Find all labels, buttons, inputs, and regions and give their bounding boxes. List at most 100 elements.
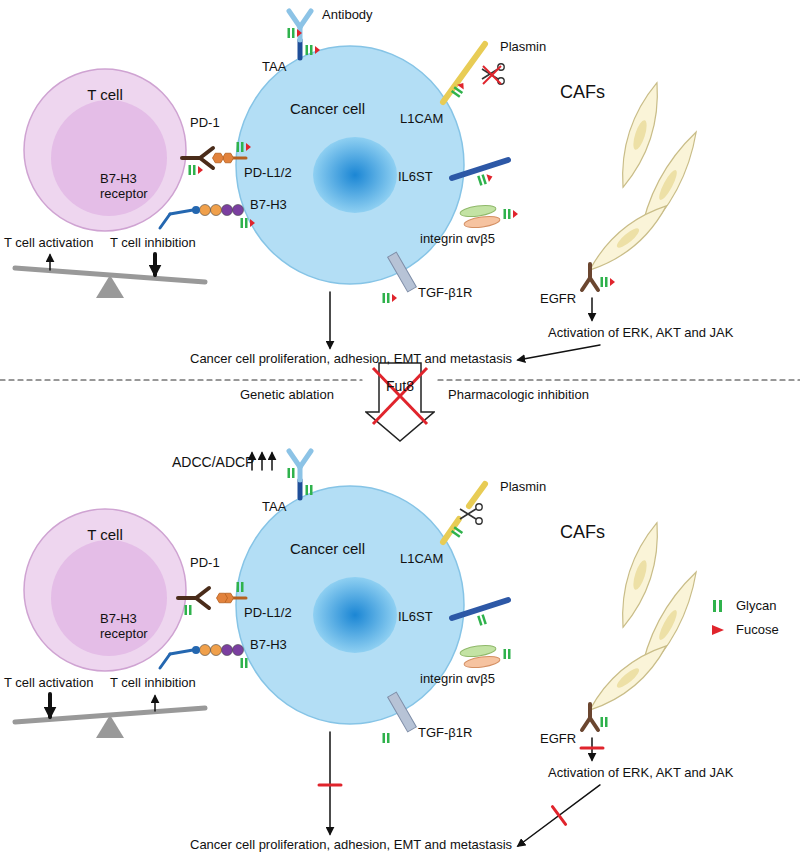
glycan bbox=[451, 80, 468, 98]
label: TGF-β1R bbox=[418, 286, 472, 301]
label: PD-1 bbox=[190, 556, 220, 571]
antibody bbox=[300, 451, 311, 467]
b7h3-domain bbox=[200, 645, 211, 656]
fibroblast-nucleus bbox=[614, 666, 641, 691]
scissor-handle bbox=[476, 518, 482, 524]
fucose bbox=[712, 625, 724, 635]
glycan-bar bbox=[477, 176, 482, 186]
glycan-bar bbox=[383, 293, 386, 303]
inhibition-bar bbox=[319, 784, 341, 787]
seesaw-beam bbox=[15, 708, 205, 722]
l1cam-fragment bbox=[469, 484, 485, 506]
b7h3-receptor bbox=[170, 210, 193, 214]
outcome-arrow bbox=[518, 345, 600, 360]
glycan-bar bbox=[189, 165, 192, 175]
antibody bbox=[300, 11, 311, 27]
legend-text: Glycan bbox=[736, 598, 776, 613]
pd1-receptor bbox=[200, 148, 213, 158]
label: B7-H3 receptor bbox=[100, 172, 162, 202]
glycan bbox=[383, 733, 390, 743]
cross-mark bbox=[483, 66, 501, 84]
cell: Cancer cell bbox=[235, 485, 465, 725]
b7h3-receptor bbox=[170, 650, 193, 654]
glycan bbox=[451, 526, 463, 537]
fibroblast bbox=[613, 519, 668, 630]
cross-mark bbox=[483, 66, 501, 84]
b7h3-domain bbox=[222, 645, 233, 656]
egfr-receptor bbox=[588, 704, 592, 718]
l1cam-rod bbox=[443, 44, 485, 102]
glycan-bar bbox=[306, 45, 309, 55]
cell-outline bbox=[235, 485, 465, 725]
fibroblast-body bbox=[613, 519, 668, 630]
label: integrin αvβ5 bbox=[420, 232, 495, 247]
egfr-receptor bbox=[582, 718, 590, 730]
b7h3-receptor-head bbox=[192, 206, 200, 214]
fucose bbox=[610, 278, 615, 286]
cancer-nucleus bbox=[313, 137, 397, 213]
fibroblast bbox=[613, 79, 668, 190]
scissors bbox=[482, 64, 504, 84]
cell-outline bbox=[235, 45, 465, 285]
increase-arrow bbox=[271, 453, 273, 470]
glycan-bar bbox=[241, 658, 244, 668]
antibody bbox=[289, 451, 300, 467]
legend-entry: Fucose bbox=[706, 622, 779, 637]
enzyme-arrow: Fut8 bbox=[365, 362, 435, 442]
fulcrum bbox=[96, 275, 124, 298]
label: PD-L1/2 bbox=[244, 166, 292, 181]
cell-label: Cancer cell bbox=[290, 540, 365, 557]
glycan bbox=[241, 658, 248, 668]
label: T cell inhibition bbox=[110, 236, 196, 251]
taa-antigen bbox=[298, 480, 303, 498]
scissor-blade bbox=[460, 509, 476, 519]
label: Pharmacologic inhibition bbox=[448, 388, 589, 403]
fibroblast-nucleus bbox=[614, 226, 641, 251]
label: PD-1 bbox=[190, 116, 220, 131]
tcell-membrane bbox=[24, 69, 186, 231]
cell: T cell bbox=[23, 68, 187, 232]
activation-arrow bbox=[49, 255, 51, 270]
b7h3-domain bbox=[211, 645, 222, 656]
label: integrin αvβ5 bbox=[420, 672, 495, 687]
cell-label: Fut8 bbox=[386, 378, 414, 394]
glycan-bar bbox=[508, 649, 511, 659]
glycan-bar bbox=[189, 605, 192, 615]
fibroblast-nucleus bbox=[631, 119, 650, 151]
ligand-hexagon bbox=[223, 593, 234, 603]
glycan-bar bbox=[451, 90, 461, 98]
inhibition-arrow bbox=[154, 696, 156, 711]
b7h3-domain bbox=[211, 205, 222, 216]
glycan bbox=[185, 605, 192, 615]
label: TGF-β1R bbox=[418, 726, 472, 741]
glycan bbox=[288, 28, 303, 38]
label: T cell activation bbox=[4, 236, 93, 251]
cross-mark bbox=[373, 368, 427, 424]
glycan bbox=[288, 468, 295, 478]
glycan-bar bbox=[504, 649, 507, 659]
fibroblast-body bbox=[583, 638, 672, 718]
cell-label: T cell bbox=[87, 526, 123, 543]
glycan-bar bbox=[713, 600, 716, 612]
scissor-handle bbox=[498, 64, 504, 70]
glycan-bar bbox=[481, 614, 486, 624]
integrin-subunit bbox=[463, 655, 500, 670]
glycan bbox=[504, 209, 519, 219]
pd1-receptor bbox=[200, 158, 213, 168]
label: B7-H3 receptor bbox=[100, 612, 162, 642]
outcome-arrow bbox=[518, 785, 600, 846]
fucose bbox=[297, 29, 302, 37]
glycan-bar bbox=[508, 209, 511, 219]
scissors bbox=[460, 504, 482, 524]
glycan-bar bbox=[292, 468, 295, 478]
glycan bbox=[383, 293, 398, 303]
scissor-blade bbox=[482, 69, 498, 79]
fibroblast-nucleus bbox=[656, 608, 680, 642]
legend-text: Fucose bbox=[736, 622, 779, 637]
label: B7-H3 bbox=[250, 638, 287, 653]
label: IL6ST bbox=[398, 170, 433, 185]
b7h3-receptor bbox=[160, 654, 170, 668]
b7h3-receptor bbox=[160, 214, 170, 228]
ligand-hexagon bbox=[213, 153, 224, 163]
